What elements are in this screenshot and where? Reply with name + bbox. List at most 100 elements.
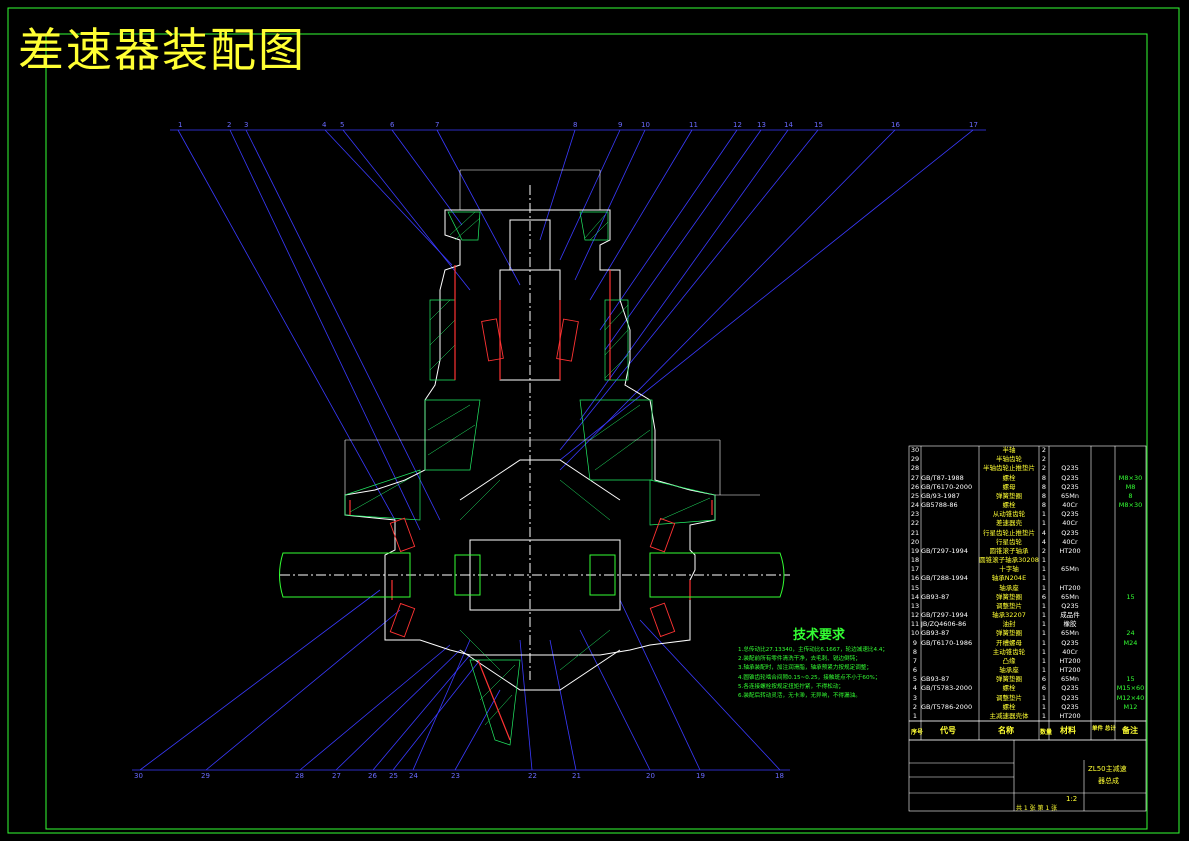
bom-cell-note: M15×60 (1116, 684, 1145, 693)
callout-number: 6 (390, 121, 395, 129)
bom-cell-note (1115, 666, 1146, 675)
bom-cell-name: 螺栓 (1002, 473, 1016, 482)
bom-cell-material: HT200 (1059, 546, 1081, 555)
bom-cell-name: 油封 (1002, 620, 1016, 629)
bom-cell-code: GB5788-86 (921, 501, 958, 510)
bom-cell-note (1115, 584, 1146, 593)
bom-cell-no: 19 (910, 546, 920, 555)
bom-cell-name: 轴承N204E (991, 574, 1027, 583)
bom-cell-qty: 1 (1041, 519, 1047, 528)
bom-cell-code (921, 464, 979, 473)
bom-cell-weight (1091, 675, 1115, 684)
bom-cell-note (1115, 529, 1146, 538)
bom-cell-name: 弹簧垫圈 (996, 491, 1022, 500)
bom-cell-weight (1091, 602, 1115, 611)
bom-cell-note: M12×40 (1116, 693, 1145, 702)
callout-number: 28 (295, 772, 304, 780)
bom-cell-code: GB/T5783-2000 (921, 684, 973, 693)
bom-cell-no: 18 (910, 556, 920, 565)
bom-cell-weight (1091, 611, 1115, 620)
bom-cell-weight (1091, 519, 1115, 528)
bom-cell-weight (1091, 712, 1115, 721)
bom-cell-no: 22 (910, 519, 920, 528)
bom-cell-no: 12 (910, 611, 920, 620)
bearings (389, 318, 676, 638)
bom-cell-note (1115, 547, 1146, 556)
bom-cell-code: GB93-87 (921, 675, 950, 684)
bom-cell-note (1115, 712, 1146, 721)
tech-requirement-line: 6.装配后转动灵活，无卡滞，无异响，不得漏油。 (738, 693, 861, 700)
bom-cell-material (1049, 556, 1091, 565)
bom-cell-no: 20 (910, 537, 920, 546)
bom-cell-qty: 1 (1041, 647, 1047, 656)
tech-requirement-line: 4.圆锥齿轮啮合间隙0.15~0.25，接触斑点不小于60%； (738, 674, 881, 681)
bom-cell-note (1115, 611, 1146, 620)
bom-cell-code (921, 538, 979, 547)
callout-number: 2 (227, 121, 232, 129)
bom-cell-no: 21 (910, 528, 920, 537)
bom-cell-material: 40Cr (1062, 501, 1078, 510)
callout-number: 25 (389, 772, 398, 780)
bom-cell-code: GB/T87-1988 (921, 473, 964, 482)
bom-cell-material: Q235 (1061, 638, 1079, 647)
bom-cell-material: Q235 (1061, 684, 1079, 693)
callout-number: 20 (646, 772, 655, 780)
bom-cell-name: 弹簧垫圈 (996, 592, 1022, 601)
callout-number: 17 (969, 121, 978, 129)
bom-cell-code (921, 519, 979, 528)
bom-cell-qty: 1 (1041, 583, 1047, 592)
bom-cell-qty: 6 (1041, 675, 1047, 684)
bom-cell-note (1115, 510, 1146, 519)
bom-cell-material: HT200 (1059, 656, 1081, 665)
bom-cell-code: GB93-87 (921, 629, 950, 638)
bom-cell-material: 65Mn (1061, 675, 1079, 684)
bom-cell-material (1049, 455, 1091, 464)
bom-header-no: 序号 (911, 729, 924, 736)
bom-cell-code (921, 529, 979, 538)
drawing-name-line1: ZL50主减速 (1088, 765, 1127, 773)
bom-cell-qty: 2 (1041, 455, 1047, 464)
bom-cell-no: 10 (910, 629, 920, 638)
bom-cell-no: 28 (910, 464, 920, 473)
bom-cell-no: 5 (912, 675, 918, 684)
half-shaft (279, 552, 785, 598)
bom-header-material: 材料 (1060, 726, 1076, 735)
callout-number: 16 (891, 121, 900, 129)
bom-cell-material: Q235 (1061, 482, 1079, 491)
callout-number: 26 (368, 772, 377, 780)
bom-header-qty: 数量 (1040, 729, 1053, 736)
bom-cell-no: 2 (912, 702, 918, 711)
bom-cell-no: 27 (910, 473, 920, 482)
bom-cell-name: 主动锥齿轮 (992, 647, 1026, 656)
bom-cell-code (921, 565, 979, 574)
bom-cell-note: 24 (1126, 629, 1135, 638)
dimensions (344, 169, 760, 496)
bom-cell-code (921, 666, 979, 675)
callout-number: 3 (244, 121, 249, 129)
bom-cell-weight (1091, 584, 1115, 593)
bom-cell-code (921, 510, 979, 519)
bom-cell-name: 半轴 (1002, 446, 1016, 454)
bom-cell-qty: 1 (1041, 565, 1047, 574)
tech-requirement-line: 3.轴承装配时，加注润滑脂，轴承预紧力按规定调整； (738, 665, 872, 672)
bom-cell-weight (1091, 703, 1115, 712)
bom-cell-qty: 1 (1041, 556, 1047, 565)
bom-cell-qty: 1 (1041, 629, 1047, 638)
bom-cell-no: 8 (912, 647, 918, 656)
bom-cell-no: 26 (910, 482, 920, 491)
bom-cell-no: 30 (910, 446, 920, 454)
bom-cell-code: GB/T6170-1986 (921, 638, 973, 647)
bom-cell-weight (1091, 501, 1115, 510)
